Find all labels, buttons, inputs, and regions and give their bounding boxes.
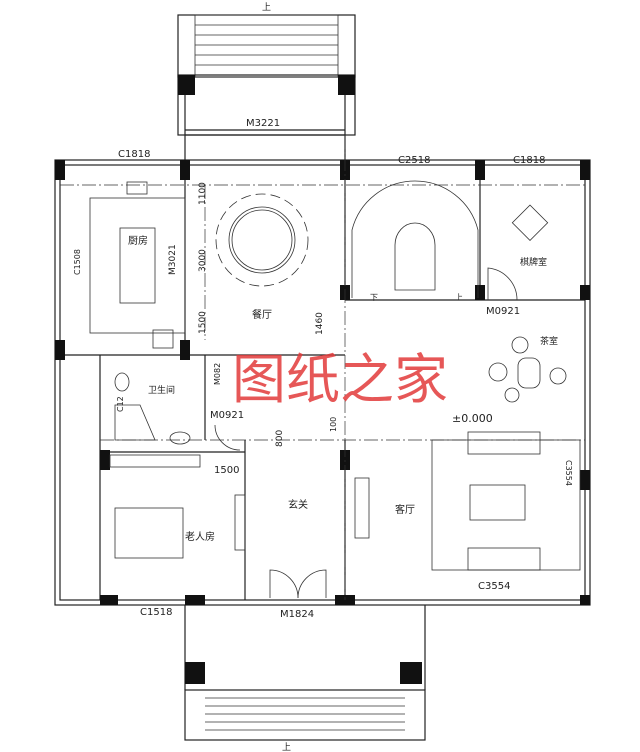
dim-3000: 3000 <box>198 249 208 272</box>
dim-100: 100 <box>329 417 338 432</box>
room-label-living: 客厅 <box>395 503 415 516</box>
watermark: 图纸之家 <box>232 348 448 411</box>
elevation-mark: ±0.000 <box>452 412 493 425</box>
stair-up-label-inner: 上 <box>455 293 463 302</box>
door-label-m1824: M1824 <box>280 609 314 620</box>
window-label-c1518: C1518 <box>140 607 172 618</box>
chess-room: 棋牌室 C1818 M0921 <box>486 155 549 317</box>
dim-800: 800 <box>275 430 285 447</box>
dim-1500: 1500 <box>198 311 208 334</box>
door-label-m0921-bath: M0921 <box>210 410 244 421</box>
window-label-c1818-kitchen: C1818 <box>118 149 150 160</box>
top-stairs: 上 <box>177 2 356 78</box>
room-label-foyer: 玄关 <box>288 498 308 511</box>
room-label-elder: 老人房 <box>185 530 215 543</box>
room-label-chess: 棋牌室 <box>520 256 547 268</box>
dim-1100: 1100 <box>198 182 208 205</box>
door-label-m0921-chess: M0921 <box>486 306 520 317</box>
dim-1500-b: 1500 <box>214 465 239 476</box>
door-label-m3021: M3021 <box>168 244 178 275</box>
room-label-bathroom: 卫生间 <box>148 384 175 396</box>
stairwell: 下 上 C2518 <box>351 155 479 302</box>
top-porch: M3221 <box>177 74 356 136</box>
room-label-dining: 餐厅 <box>252 308 272 321</box>
window-label-c1508: C1508 <box>73 249 82 275</box>
foyer: 玄关 M1824 <box>269 498 327 620</box>
tea-room: 茶室 ±0.000 <box>452 335 567 425</box>
stair-down-label: 下 <box>370 293 378 302</box>
room-label-kitchen: 厨房 <box>128 234 148 247</box>
bottom-porch: 上 <box>184 605 426 752</box>
dim-1460: 1460 <box>315 312 325 335</box>
window-label-c3554-side: C3554 <box>564 460 573 486</box>
door-label-m082: M082 <box>213 363 222 385</box>
window-label-c12: C12 <box>116 396 125 412</box>
window-label-c3554: C3554 <box>478 581 510 592</box>
room-label-tea: 茶室 <box>540 335 558 347</box>
stair-up-label-top: 上 <box>262 2 271 13</box>
door-label-m3221: M3221 <box>246 118 280 129</box>
dining-room: 餐厅 1100 3000 1500 1460 100 <box>198 182 338 432</box>
elder-room: 老人房 C1518 <box>114 494 246 618</box>
kitchen: 厨房 C1818 M3021 C1508 <box>73 149 186 349</box>
window-label-c2518: C2518 <box>398 155 430 166</box>
bathroom: 卫生间 C12 M082 M0921 800 1500 <box>109 363 285 476</box>
living-room: 客厅 C3554 C3554 <box>354 431 581 592</box>
stair-up-label-bottom: 上 <box>282 742 291 752</box>
window-label-c1818-chess: C1818 <box>513 155 545 166</box>
